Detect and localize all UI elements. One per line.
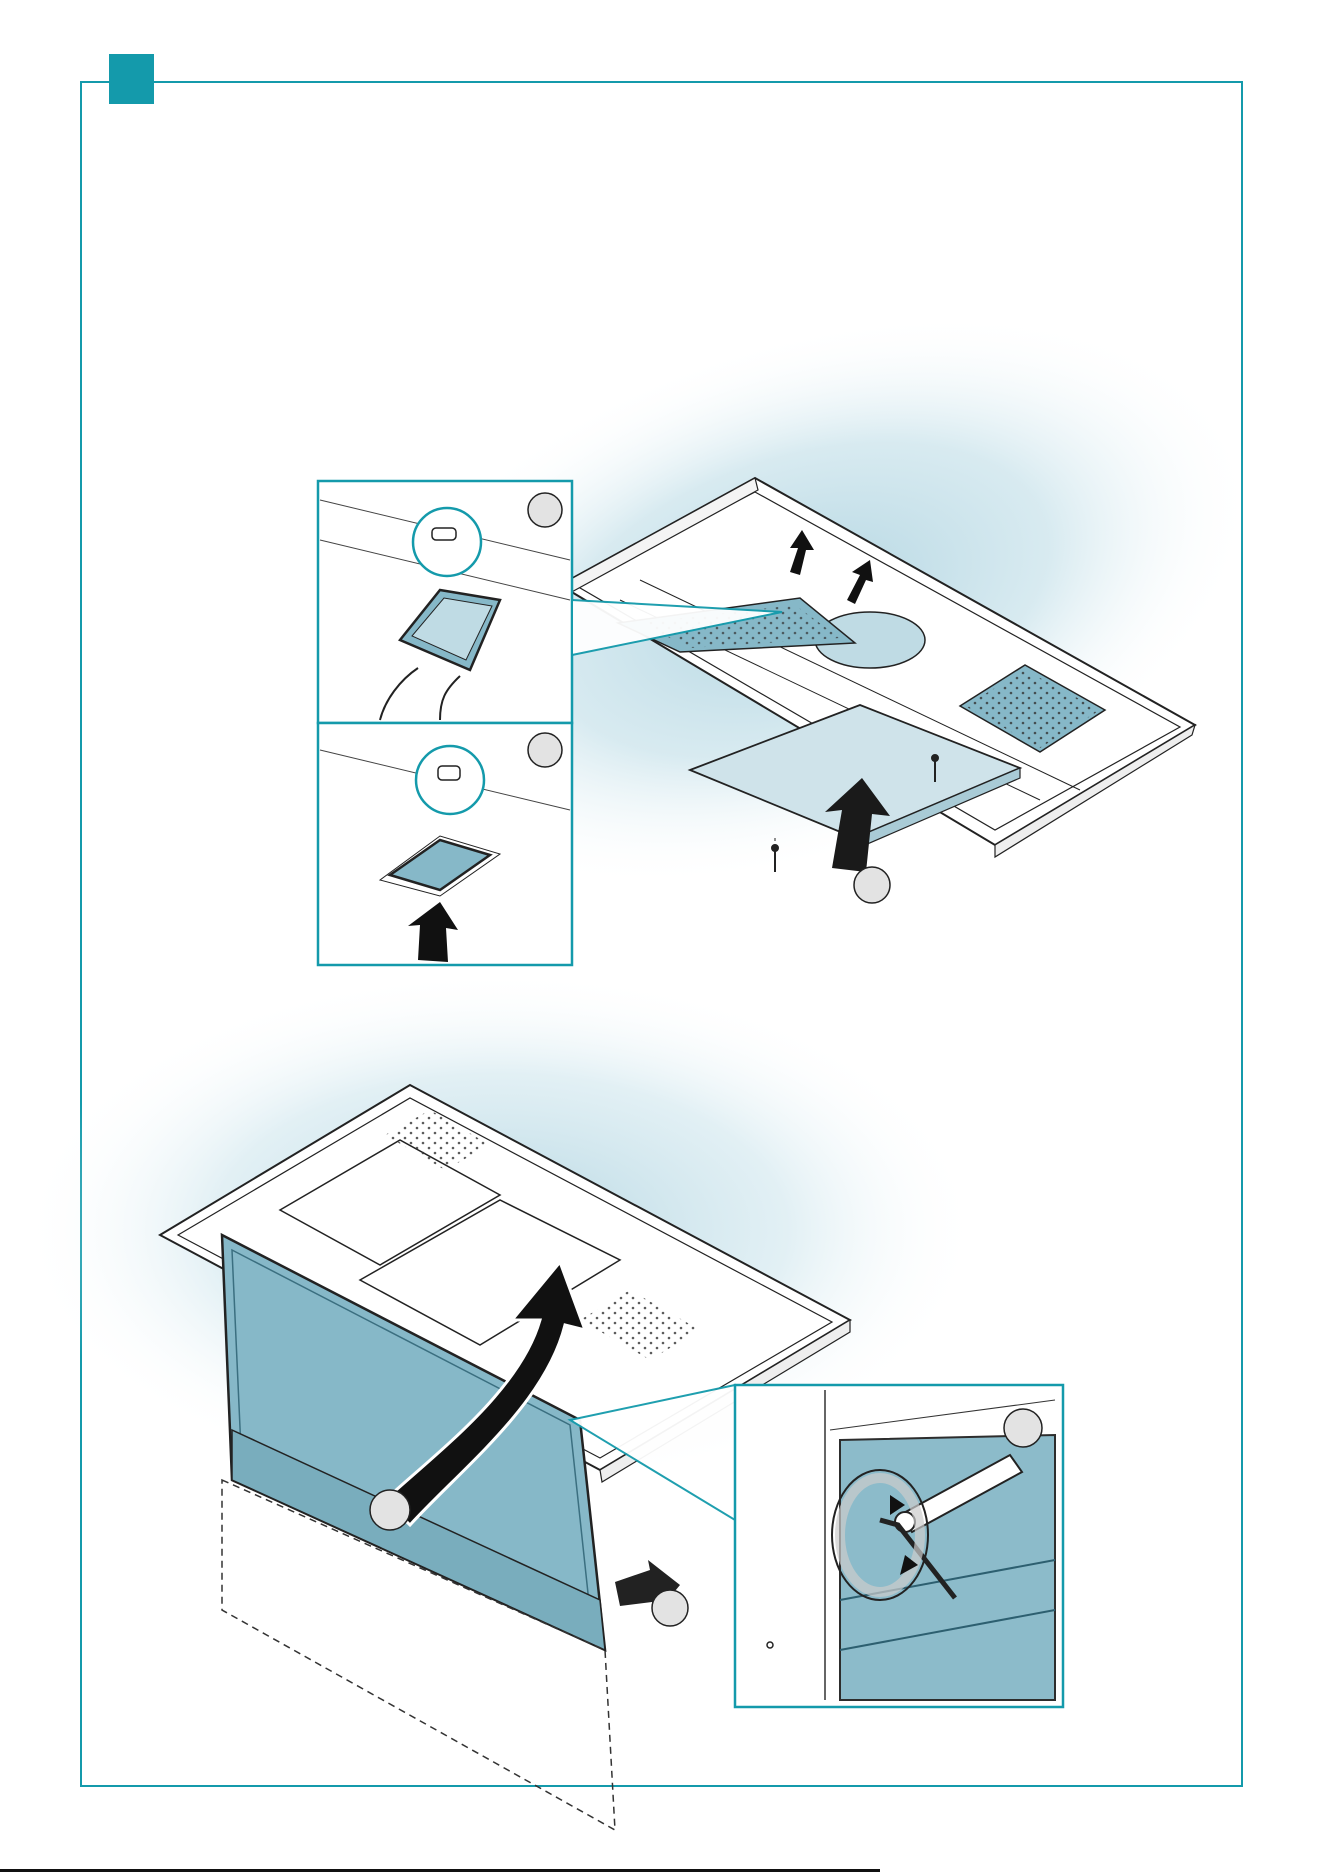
callout-circle [370, 1490, 410, 1530]
callout-circle [652, 1590, 688, 1626]
callout-circle [528, 493, 562, 527]
inset-detail-upper [318, 481, 572, 723]
callout-circle [1004, 1409, 1042, 1447]
front-panel-installation-figure [20, 970, 1063, 1830]
filter-installation-figure [273, 207, 1324, 992]
callout-circle [528, 733, 562, 767]
inset-detail-hinge [735, 1385, 1063, 1707]
callout-circle [854, 867, 890, 903]
inset-detail-lower [318, 723, 572, 965]
